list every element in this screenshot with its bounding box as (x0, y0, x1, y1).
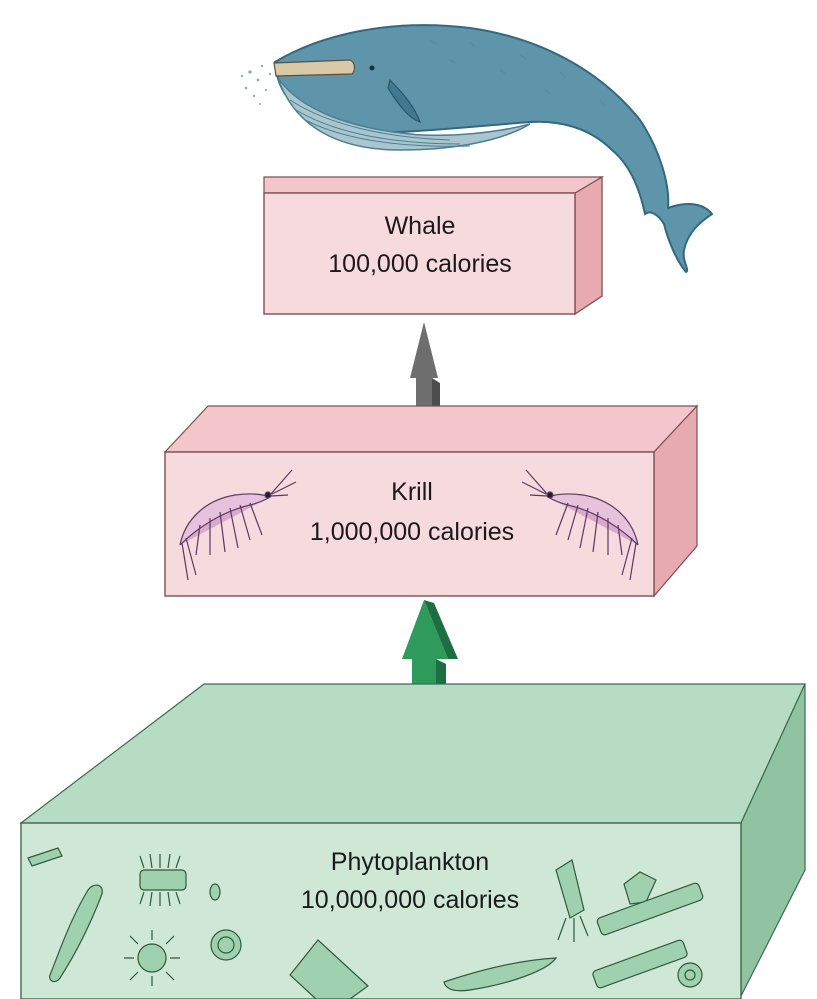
phytoplankton-calories: 10,000,000 calories (301, 886, 519, 914)
krill-calories: 1,000,000 calories (310, 518, 514, 546)
krill-label: Krill (391, 478, 433, 506)
whale-level-box: Whale 100,000 calories (264, 177, 602, 314)
whale-label: Whale (385, 212, 456, 240)
whale-calories: 100,000 calories (328, 250, 511, 278)
krill-level-box: Krill 1,000,000 calories (165, 406, 697, 596)
phytoplankton-label: Phytoplankton (331, 848, 489, 876)
phytoplankton-level-box: Phytoplankton 10,000,000 calories (21, 684, 805, 999)
